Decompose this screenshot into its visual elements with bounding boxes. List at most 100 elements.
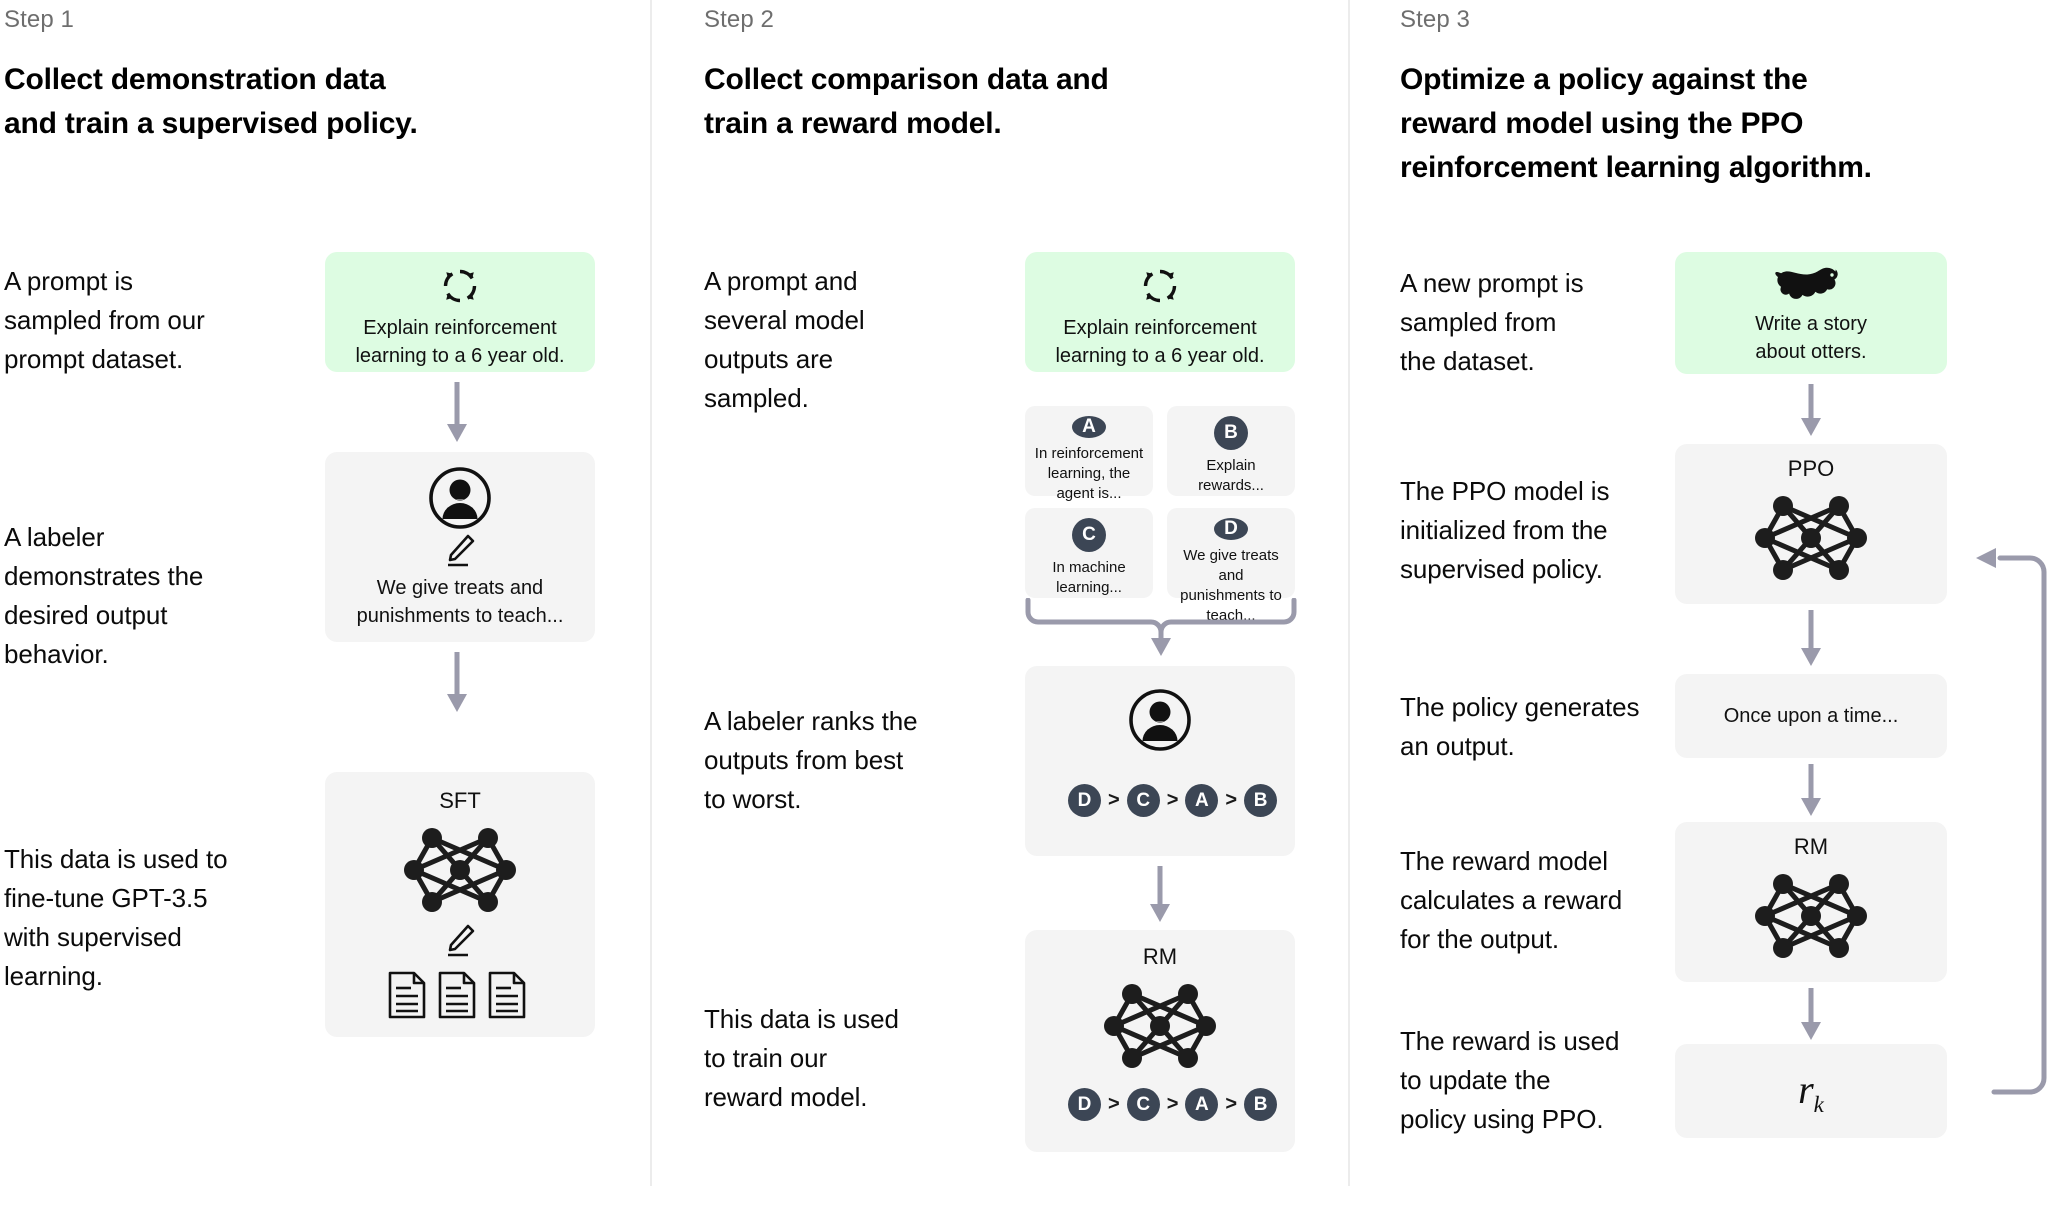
step-title-line1: Collect demonstration data [4, 63, 386, 96]
output-badge: D [1214, 518, 1248, 540]
column-divider-1 [650, 0, 652, 1186]
neural-network-icon [402, 820, 518, 920]
step-title-line2: reward model using the PPO [1400, 107, 1804, 140]
sft-card[interactable]: SFT [325, 772, 595, 1037]
prompt-card-text: Explain reinforcement learning to a 6 ye… [1055, 317, 1265, 367]
neural-network-icon [1102, 976, 1218, 1076]
arrow-down [1146, 866, 1174, 924]
arrow-merge-down [1022, 598, 1300, 658]
ranking-row: D > C > A > B [1068, 784, 1278, 817]
paragraph-1: A new prompt is sampled from the dataset… [1400, 268, 1584, 376]
output-card-d[interactable]: D We give treats and punishments to teac… [1167, 508, 1295, 624]
paragraph-4: The reward model calculates a reward for… [1400, 846, 1623, 954]
rank-badge: C [1126, 1088, 1160, 1121]
output-card-text: In machine learning... [1052, 559, 1126, 596]
prompt-card[interactable]: Explain reinforcement learning to a 6 ye… [325, 252, 595, 372]
step-title: Collect demonstration data and train a su… [4, 58, 418, 146]
step-label: Step 1 [4, 6, 74, 33]
labeler-card-text: We give treats and punishments to teach.… [356, 577, 564, 627]
arrow-down [1797, 610, 1825, 668]
sft-card-title: SFT [439, 788, 481, 813]
pencil-icon [444, 534, 476, 568]
person-circle-icon [428, 466, 492, 530]
rank-badge: A [1185, 1088, 1219, 1121]
output-card-text: Explain rewards... [1198, 457, 1264, 494]
documents-icon [387, 970, 533, 1020]
arrow-down [1797, 764, 1825, 818]
paragraph-2: The PPO model is initialized from the su… [1400, 476, 1610, 584]
rank-badge: A [1185, 784, 1219, 817]
step-title-line1: Optimize a policy against the [1400, 63, 1808, 96]
paragraph-2: A labeler ranks the outputs from best to… [704, 706, 918, 814]
rm-card-title: RM [1142, 944, 1178, 969]
rank-badge: D [1068, 784, 1101, 817]
cycle-icon [1140, 266, 1180, 306]
output-card-a[interactable]: A In reinforcement learning, the agent i… [1025, 406, 1153, 502]
arrow-down [1797, 988, 1825, 1042]
column-step-2: Step 2 Collect comparison data and train … [650, 0, 1348, 1216]
arrow-down [443, 382, 471, 444]
neural-network-icon [1753, 866, 1869, 966]
ppo-card[interactable]: PPO [1675, 444, 1947, 604]
step-title-line1: Collect comparison data and [704, 63, 1109, 96]
rank-separator: > [1225, 1093, 1238, 1115]
rm-card-title: RM [1793, 834, 1829, 859]
paragraph-1: A prompt is sampled from our prompt data… [4, 266, 205, 374]
step-title-line2: train a reward model. [704, 107, 1002, 140]
column-step-1: Step 1 Collect demonstration data and tra… [0, 0, 650, 1216]
rank-separator: > [1225, 789, 1238, 811]
output-card-c[interactable]: C In machine learning... [1025, 508, 1153, 598]
prompt-card-text: Write a story about otters. [1755, 313, 1867, 363]
rm-card[interactable]: RM D [1025, 930, 1295, 1152]
paragraph-2: A labeler demonstrates the desired outpu… [4, 522, 204, 669]
step-label: Step 3 [1400, 6, 1470, 33]
rank-badge: B [1244, 1088, 1278, 1121]
rank-separator: > [1166, 789, 1179, 811]
rm-card[interactable]: RM [1675, 822, 1947, 982]
neural-network-icon [1753, 488, 1869, 588]
output-badge: C [1072, 518, 1106, 552]
rank-badge: C [1126, 784, 1160, 817]
rank-separator: > [1108, 789, 1120, 811]
labeler-card[interactable]: We give treats and punishments to teach.… [325, 452, 595, 642]
person-circle-icon [1128, 688, 1192, 752]
column-divider-2 [1348, 0, 1350, 1186]
column-step-3: Step 3 Optimize a policy against the rewa… [1348, 0, 2048, 1216]
output-badge: A [1072, 416, 1106, 438]
output-card-b[interactable]: B Explain rewards... [1167, 406, 1295, 496]
output-card[interactable]: Once upon a time... [1675, 674, 1947, 758]
rank-badge: B [1244, 784, 1278, 817]
pencil-icon [444, 924, 476, 958]
step-label: Step 2 [704, 6, 774, 33]
step-title-line2: and train a supervised policy. [4, 107, 418, 140]
output-card-text: Once upon a time... [1723, 705, 1899, 727]
prompt-card-text: Explain reinforcement learning to a 6 ye… [355, 317, 565, 367]
paragraph-3: The policy generates an output. [1400, 692, 1640, 761]
cycle-icon [440, 266, 480, 306]
prompt-card[interactable]: Write a story about otters. [1675, 252, 1947, 374]
reward-formula-sub: k [1813, 1092, 1824, 1117]
output-card-text: In reinforcement learning, the agent is.… [1034, 445, 1144, 502]
step-title: Collect comparison data and train a rewar… [704, 58, 1109, 146]
arrow-down [1797, 384, 1825, 438]
output-badge: B [1214, 416, 1248, 450]
prompt-card[interactable]: Explain reinforcement learning to a 6 ye… [1025, 252, 1295, 372]
ppo-card-title: PPO [1787, 456, 1835, 481]
reward-card[interactable]: rk [1675, 1044, 1947, 1138]
rank-badge: D [1068, 1088, 1101, 1121]
labeler-ranking-card[interactable]: D > C > A > B [1025, 666, 1295, 856]
arrow-down [443, 652, 471, 714]
reward-formula-base: r [1798, 1067, 1814, 1112]
paragraph-3: This data is used to train our reward mo… [704, 1004, 899, 1112]
paragraph-5: The reward is used to update the policy … [1400, 1026, 1620, 1134]
step-title-line3: reinforcement learning algorithm. [1400, 151, 1872, 184]
feedback-loop-arrow [1962, 538, 2048, 1098]
paragraph-3: This data is used to fine-tune GPT-3.5 w… [4, 844, 228, 991]
reward-formula: rk [1675, 1066, 1947, 1118]
rank-separator: > [1108, 1093, 1120, 1115]
ranking-row: D > C > A > B [1068, 1088, 1278, 1121]
paragraph-1: A prompt and several model outputs are s… [704, 266, 865, 413]
step-title: Optimize a policy against the reward mode… [1400, 58, 1872, 190]
otter-icon [1775, 262, 1847, 304]
